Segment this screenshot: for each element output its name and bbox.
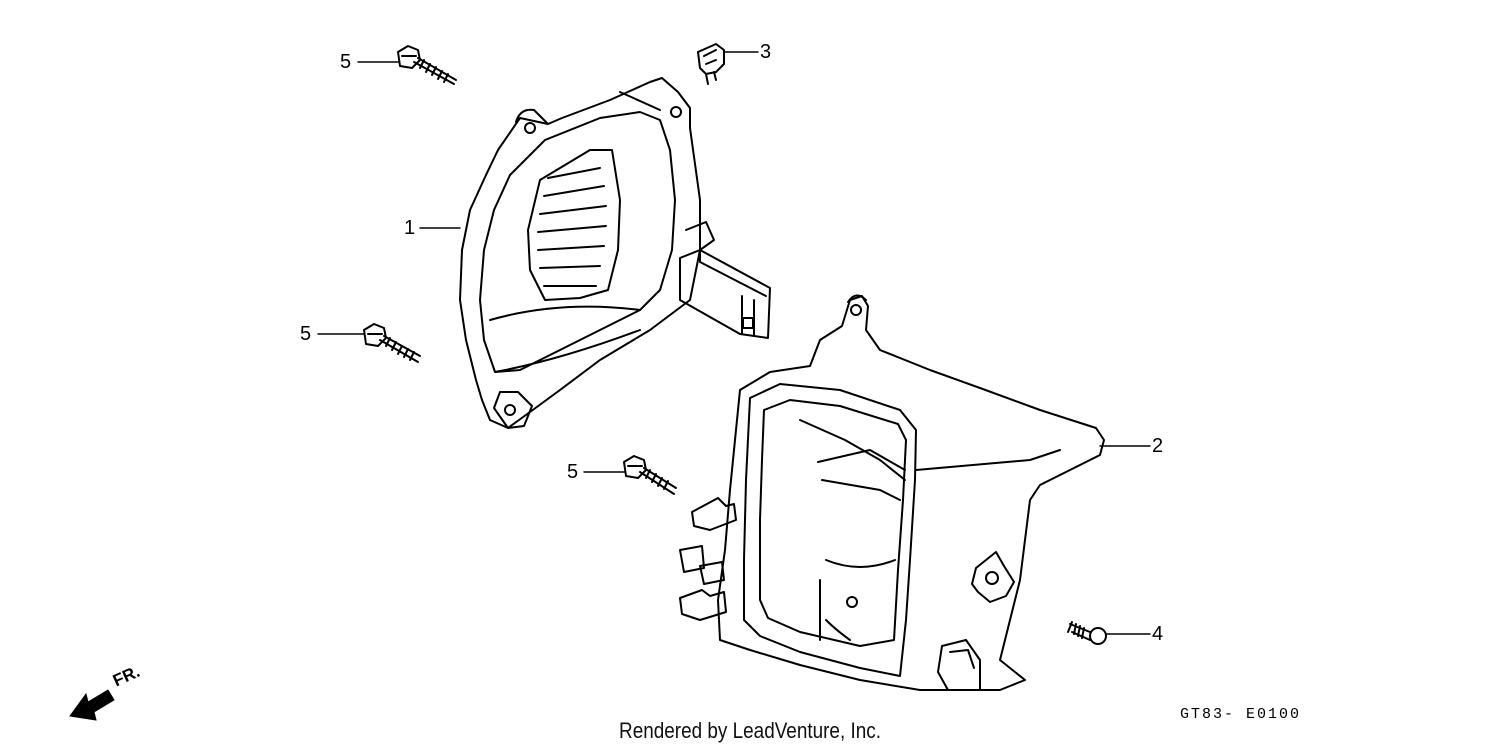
callout-part-2: 2 xyxy=(1152,435,1164,457)
callout-part-5-middle: 5 xyxy=(300,323,312,345)
callout-part-1: 1 xyxy=(404,217,416,239)
callout-part-5-lower: 5 xyxy=(567,461,579,483)
part-4-screw xyxy=(1067,621,1107,645)
part-5-bolt-lower xyxy=(623,455,677,495)
part-3-clip-nut xyxy=(697,43,725,85)
callout-part-5-upper: 5 xyxy=(340,51,352,73)
part-5-bolt-middle xyxy=(363,323,421,363)
front-direction-arrow xyxy=(69,689,115,721)
render-credit: Rendered by LeadVenture, Inc. xyxy=(619,718,881,743)
callout-part-4: 4 xyxy=(1152,623,1164,645)
diagram-code: GT83- E0100 xyxy=(1180,706,1302,723)
part-1-fan-shroud xyxy=(459,77,771,429)
part-5-bolt-upper xyxy=(397,45,457,85)
part-2-shroud-cover xyxy=(679,294,1105,691)
leader-lines xyxy=(317,51,1151,635)
callout-part-3: 3 xyxy=(760,41,772,63)
